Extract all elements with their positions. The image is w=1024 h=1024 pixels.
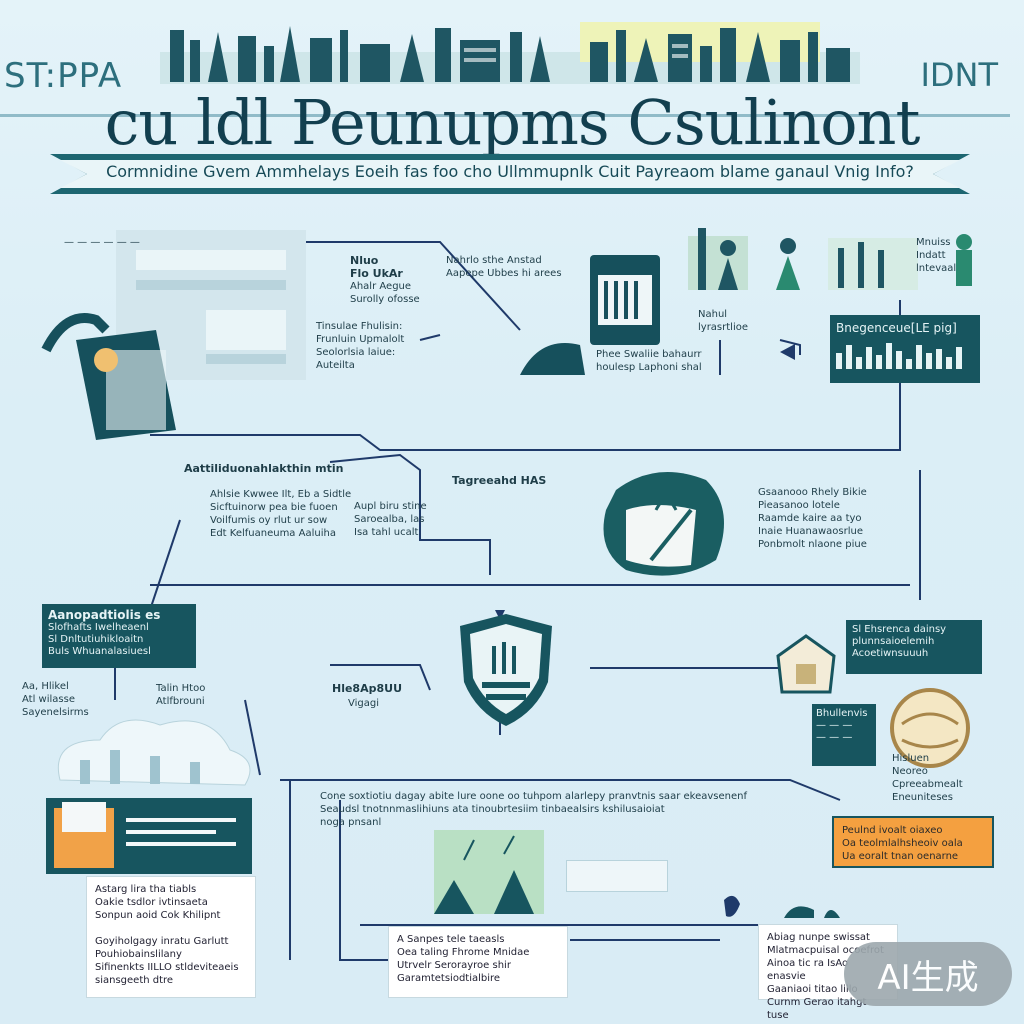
subtitle-ribbon-inner: [60, 160, 960, 188]
right-small-text: Hisluen Neoreo Cpreeabmealt Eneuniteses: [892, 753, 963, 803]
server-device-icon: [520, 255, 660, 375]
page-title: cu ldl Peunupms Csulinont: [104, 86, 921, 159]
left-dark-box: Aanopadtiolis es Slofhafts Iwelheaenl Sl…: [42, 604, 196, 668]
equalizer-panel: Bnegenceue[LE pig]: [830, 315, 980, 383]
workstation-illustration: [41, 230, 306, 440]
team-illustration: [828, 234, 972, 290]
header-left-text: ST:PPA: [4, 56, 123, 96]
subtitle-text: Cormnidine Gvem Ammhelays Eoeih fas foo …: [106, 162, 914, 181]
device-caption: Phee Swaliie bahaurr houlesp Laphoni sha…: [596, 349, 702, 373]
right-top-tags: Mnuiss Indatt lntevaal: [916, 237, 957, 274]
center-label-sub: Vigagi: [348, 698, 380, 709]
mid-row-title: Aattiliduonahlakthin mtin: [184, 462, 344, 475]
shield-icon: [460, 614, 552, 726]
mid-center-title: Tagreeahd HAS: [452, 474, 547, 487]
right-dark-box: Sl Ehsrenca dainsy plunnsaioelemih Acoet…: [846, 620, 982, 674]
cloud-illustration: [58, 719, 251, 786]
mid-center-body: Aupl biru stine Saroealba, las Isa tahl …: [354, 501, 427, 538]
landscape-illustration: [434, 830, 544, 914]
top-mid-body: Ahalr Aegue Surolly ofosse: [350, 281, 420, 305]
bottom-center-text: Cone soxtiotiu dagay abite lure oone oo …: [320, 791, 747, 828]
house-icon: [776, 634, 836, 694]
ai-generated-badge: AI生成: [844, 942, 1012, 1006]
center-label: Hle8Ap8UU: [332, 682, 402, 695]
people-illustration: [688, 228, 800, 290]
top-center-lines: Nahrlo sthe Anstad Aapepe Ubbes hi arees: [446, 255, 562, 279]
header-right-text: IDNT: [920, 56, 998, 94]
title-rule: [0, 114, 1010, 117]
left-small-a: Aa, Hlikel Atl wilasse Sayenelsirms: [22, 681, 89, 718]
equalizer-panel-label: Bnegenceue[LE pig]: [836, 321, 957, 335]
top-left-caption: — — — — — —: [64, 237, 140, 248]
orange-box: Peulnd ivoalt oiaxeo Oa teolmlalhsheoiv …: [832, 816, 994, 868]
left-dark-box-title: Aanopadtiolis es: [48, 608, 161, 622]
icons-row: [724, 895, 840, 918]
top-mid-title: Nluo Flo UkAr: [350, 254, 403, 280]
right-small-dark: Bhullenvis — — — — — —: [812, 704, 876, 766]
monitor-label-top: Nahul lyrasrtlioe: [698, 309, 749, 333]
city-skyline-banner: [160, 22, 860, 84]
globe-illustration: [890, 688, 970, 768]
document-illustration: [46, 798, 252, 874]
bag-illustration: [603, 472, 724, 576]
right-mid-text: Gsaanooo Rhely Bikie Pieasanoo lotele Ra…: [758, 487, 867, 550]
bottom-center-box: A Sanpes tele taeasls Oea taling Fhrome …: [388, 926, 568, 998]
bottom-left-box: Astarg lira tha tiabls Oakie tsdlor ivti…: [86, 876, 256, 998]
mid-row-body: Ahlsie Kwwee Ilt, Eb a Sidtle Sicftuinor…: [210, 489, 352, 539]
left-small-b: Talin Htoo Atlfbrouni: [156, 683, 206, 707]
mid-left-text: Tinsulae Fhulisin: Frunluin Upmalolt Seo…: [316, 321, 405, 371]
bottom-mid-panel: [566, 860, 668, 892]
equalizer-bars: [836, 343, 962, 369]
left-dark-box-body: Slofhafts Iwelheaenl Sl Dnltutiuhikloait…: [48, 622, 151, 657]
